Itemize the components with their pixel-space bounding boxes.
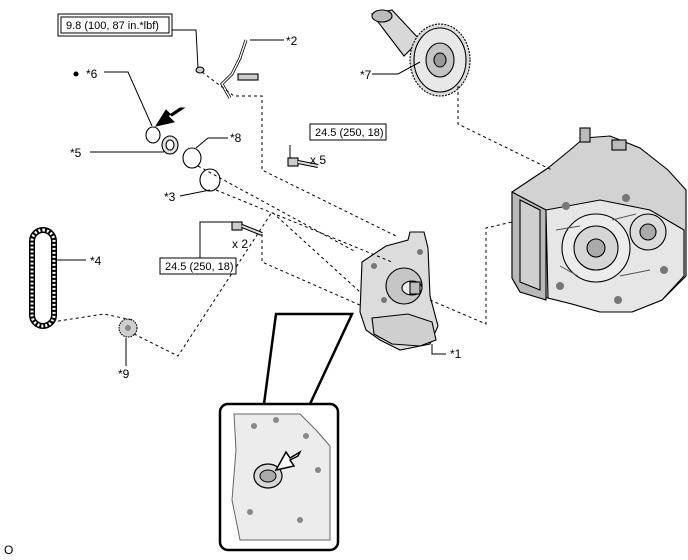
torque-spec-lower-bolt: 24.5 (250, 18) — [159, 257, 237, 275]
detail-housing-view — [231, 413, 331, 541]
callout-part-5: *5 — [70, 146, 82, 160]
assembly-guide-lines — [51, 71, 553, 357]
small-bolt — [195, 66, 205, 74]
torque-spec-upper-bolt-text: 24.5 (250, 18) — [315, 127, 384, 139]
callout-part-7: *7 — [360, 68, 372, 82]
torque-spec-top-text: 9.8 (100, 87 in.*lbf) — [66, 20, 159, 32]
transaxle-housing — [511, 127, 687, 313]
arrow-indicator-icon — [154, 107, 186, 127]
detail-arrow-indicator-icon — [274, 450, 302, 472]
oil-pump-cover-assembly — [359, 231, 439, 351]
figure-id: O — [4, 543, 13, 557]
snap-ring-upper — [182, 147, 202, 169]
callout-part-6: *6 — [86, 67, 98, 81]
snap-ring-lower — [199, 168, 221, 192]
quantity-lower-bolt: x 2 — [232, 237, 248, 251]
oil-pipe — [220, 39, 259, 99]
callout-part-9: *9 — [118, 367, 130, 381]
bolt-lower-set — [231, 221, 263, 236]
callout-part-4: *4 — [90, 254, 102, 268]
callout-part-1: *1 — [450, 347, 462, 361]
callout-part-3: *3 — [164, 190, 176, 204]
leader-lines — [55, 29, 446, 366]
o-ring-upper — [145, 126, 161, 144]
differential-gear-assembly — [371, 9, 471, 97]
detail-callout — [218, 312, 354, 552]
drive-chain — [29, 227, 57, 329]
o-ring-lower — [161, 135, 179, 155]
callout-part-8: *8 — [230, 131, 242, 145]
quantity-upper-bolt: x 5 — [310, 153, 326, 167]
torque-spec-top: 9.8 (100, 87 in.*lbf) — [57, 13, 173, 37]
callout-part-2: *2 — [286, 34, 298, 48]
drive-sprocket — [118, 318, 138, 338]
torque-spec-upper-bolt: 24.5 (250, 18) — [309, 123, 387, 141]
torque-spec-lower-bolt-text: 24.5 (250, 18) — [165, 261, 234, 273]
bolt-upper-set — [287, 157, 319, 168]
non-reusable-part-dot-icon — [73, 71, 79, 77]
